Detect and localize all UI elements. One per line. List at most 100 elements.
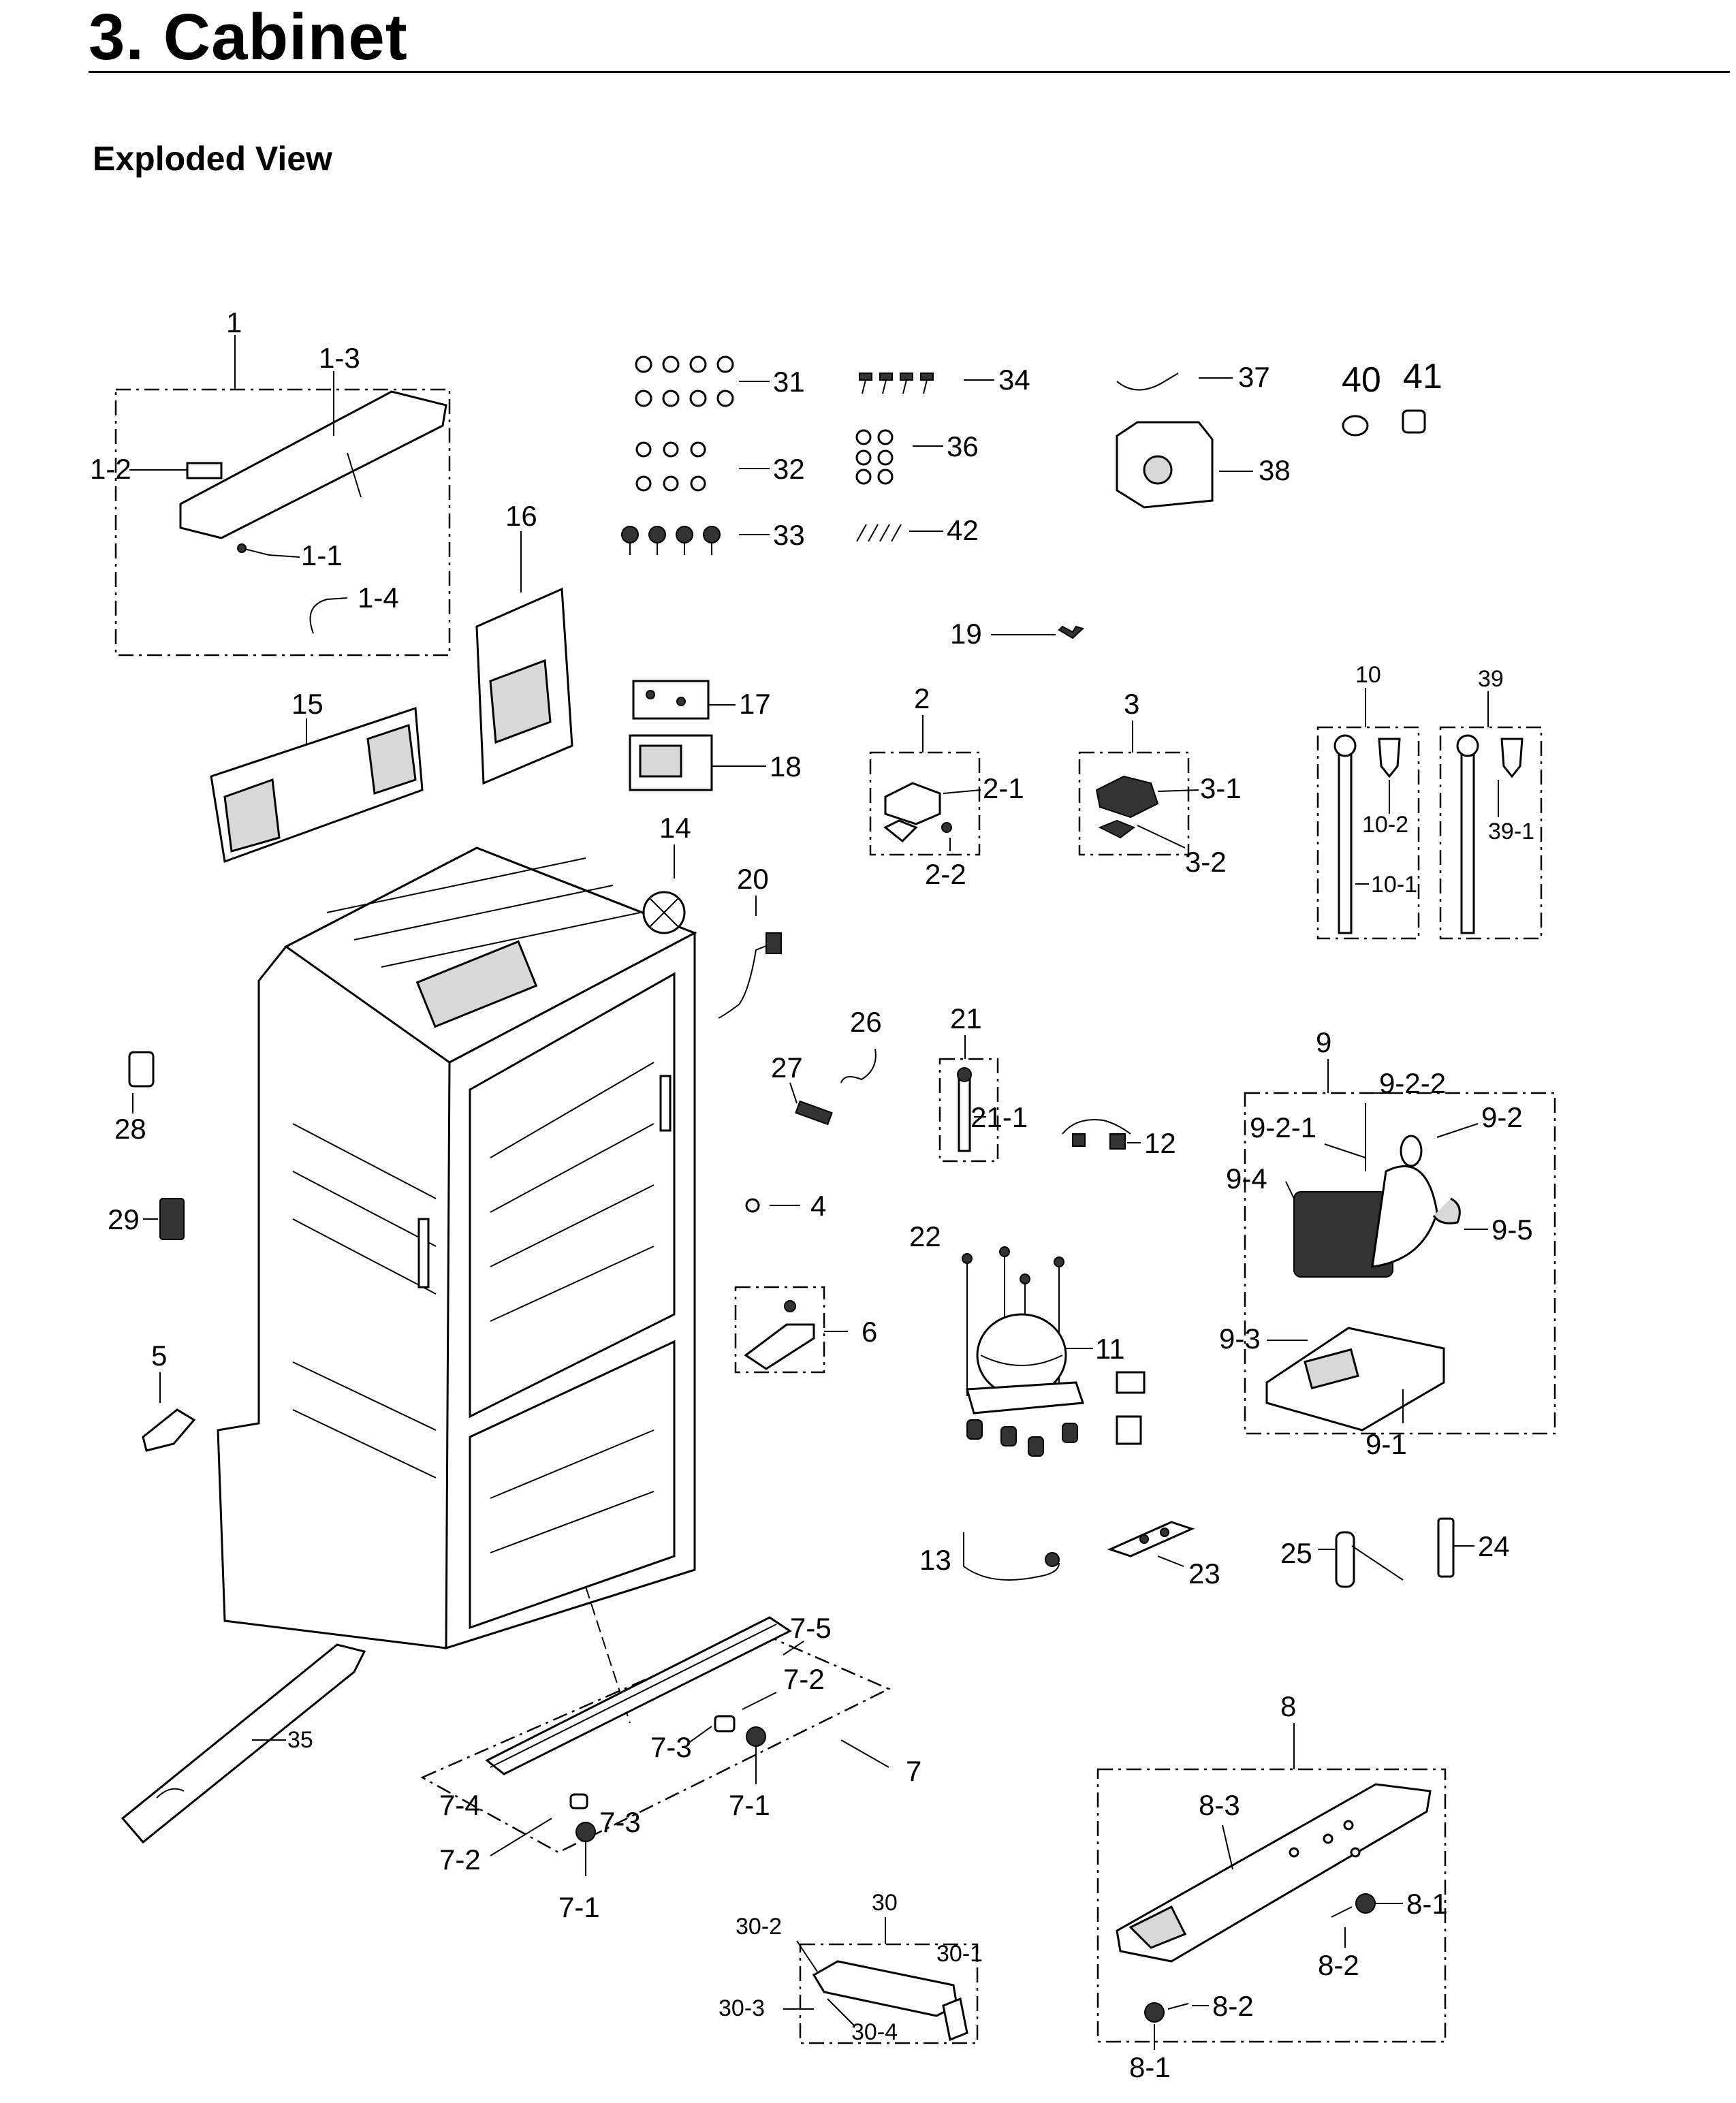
screw-set: 31 32 33 34 — [621, 355, 1030, 555]
part-24-sensor — [1437, 1517, 1455, 1578]
group-9: 9 9-2-2 9-2-1 9-2 9-4 9-5 9-3 9-1 — [1219, 1026, 1556, 1460]
label-1: 1 — [226, 306, 242, 338]
parts-13-25: 13 23 25 24 — [919, 1517, 1510, 1590]
label-42: 42 — [947, 514, 979, 546]
part-40 — [1342, 415, 1369, 437]
label-21: 21 — [950, 1002, 982, 1034]
group-2: 2 2-1 2-2 — [869, 682, 1024, 890]
label-7-3b: 7-3 — [599, 1806, 641, 1838]
screws-32: 32 — [635, 441, 805, 492]
part-13-wire — [963, 1532, 1060, 1581]
part-41 — [1402, 409, 1426, 434]
part-10-1-tube — [1338, 748, 1353, 934]
label-19: 19 — [950, 618, 982, 650]
part-7-3-roller-b — [569, 1793, 588, 1809]
part-19 — [1058, 625, 1084, 639]
label-8-2a: 8-2 — [1318, 1949, 1359, 1981]
part-4 — [745, 1198, 760, 1213]
part-30-handle-end — [942, 1997, 968, 2042]
part-11-relay — [1116, 1371, 1146, 1394]
part-1-3-bracket — [179, 390, 447, 539]
part-7-3-roller — [714, 1715, 736, 1733]
label-7-3a: 7-3 — [650, 1731, 692, 1763]
part-9-fan-shroud — [1371, 1165, 1438, 1268]
label-3-1: 3-1 — [1200, 772, 1242, 804]
label-36: 36 — [947, 430, 979, 462]
label-2: 2 — [914, 682, 930, 714]
label-24: 24 — [1478, 1530, 1510, 1562]
parts-37-41: 37 38 40 41 — [1116, 357, 1442, 509]
label-38: 38 — [1259, 454, 1291, 486]
part-25-sensor — [1335, 1531, 1355, 1588]
label-9-5: 9-5 — [1492, 1214, 1533, 1246]
part-21-1-filter — [958, 1075, 971, 1152]
label-3: 3 — [1124, 688, 1139, 720]
part-2-1-hinge — [884, 782, 941, 825]
label-1-1: 1-1 — [301, 539, 343, 571]
screws-42: 42 — [856, 514, 979, 546]
label-30-1: 30-1 — [936, 1941, 983, 1967]
label-35: 35 — [287, 1727, 313, 1753]
label-34: 34 — [998, 364, 1030, 396]
label-8-3: 8-3 — [1199, 1789, 1240, 1821]
part-27 — [795, 1100, 833, 1126]
label-7-4: 7-4 — [439, 1789, 481, 1821]
part-35-group: 35 — [121, 1643, 366, 1844]
label-2-1: 2-1 — [983, 772, 1024, 804]
part-11-base — [966, 1381, 1085, 1414]
label-8-1a: 8-1 — [1406, 1888, 1448, 1920]
label-14: 14 — [659, 812, 691, 844]
group-8: 8 8-3 8-1 8-2 8-2 8-1 — [1096, 1690, 1448, 2083]
label-7-1b: 7-1 — [558, 1891, 600, 1923]
label-16: 16 — [505, 500, 537, 532]
compressor-area: 21 21-1 12 22 11 — [909, 1002, 1176, 1457]
part-19-group: 19 — [950, 618, 1084, 650]
label-32: 32 — [773, 453, 805, 485]
part-20-cord — [718, 943, 774, 1019]
label-10: 10 — [1355, 662, 1381, 688]
label-25: 25 — [1280, 1537, 1312, 1569]
label-22: 22 — [909, 1220, 941, 1252]
group-1: 1 1-3 1-2 1-1 1-4 — [90, 306, 451, 657]
label-29: 29 — [108, 1203, 140, 1235]
parts-14-20: 14 20 — [642, 812, 782, 1019]
label-4: 4 — [810, 1190, 826, 1222]
part-39-tube — [1460, 748, 1475, 934]
part-8-1-wheel — [1355, 1893, 1376, 1914]
cabinet-shelf-lines — [292, 857, 654, 1553]
part-6-bracket — [744, 1323, 815, 1370]
part-37-wire — [1116, 373, 1179, 391]
label-30-3: 30-3 — [719, 1995, 765, 2021]
label-9-2-2: 9-2-2 — [1379, 1067, 1446, 1099]
part-29-switch — [159, 1198, 185, 1240]
group-30: 30 30-2 30-1 30-3 30-4 — [719, 1890, 983, 2045]
label-41: 41 — [1403, 357, 1442, 396]
group-39: 39 39-1 — [1439, 666, 1543, 940]
label-7-2b: 7-2 — [439, 1844, 481, 1876]
group-3: 3 3-1 3-2 — [1078, 688, 1242, 878]
title-divider — [89, 71, 1730, 73]
part-39-1-cap — [1500, 738, 1524, 778]
label-30-2: 30-2 — [736, 1914, 782, 1940]
part-35-cover — [121, 1643, 366, 1844]
cabinet-side-switch — [417, 1218, 430, 1288]
label-1-2: 1-2 — [90, 453, 131, 485]
label-40: 40 — [1342, 360, 1381, 400]
label-7: 7 — [906, 1755, 921, 1787]
label-39-1: 39-1 — [1488, 819, 1534, 844]
label-9-4: 9-4 — [1226, 1163, 1267, 1195]
label-30-4: 30-4 — [851, 2019, 898, 2045]
screws-31: 31 — [635, 355, 805, 407]
part-23-bracket — [1107, 1521, 1195, 1558]
label-28: 28 — [114, 1113, 146, 1145]
part-9-1-housing — [1265, 1327, 1445, 1432]
cabinet-fridge-opening — [469, 972, 676, 1419]
part-10-2-cap — [1378, 738, 1401, 778]
label-1-3: 1-3 — [319, 342, 360, 374]
part-8-1-wheel-b — [1144, 2002, 1165, 2023]
label-13: 13 — [919, 1544, 951, 1576]
label-10-2: 10-2 — [1362, 812, 1408, 838]
part-2-2-plate — [883, 819, 918, 843]
label-5: 5 — [151, 1340, 167, 1372]
